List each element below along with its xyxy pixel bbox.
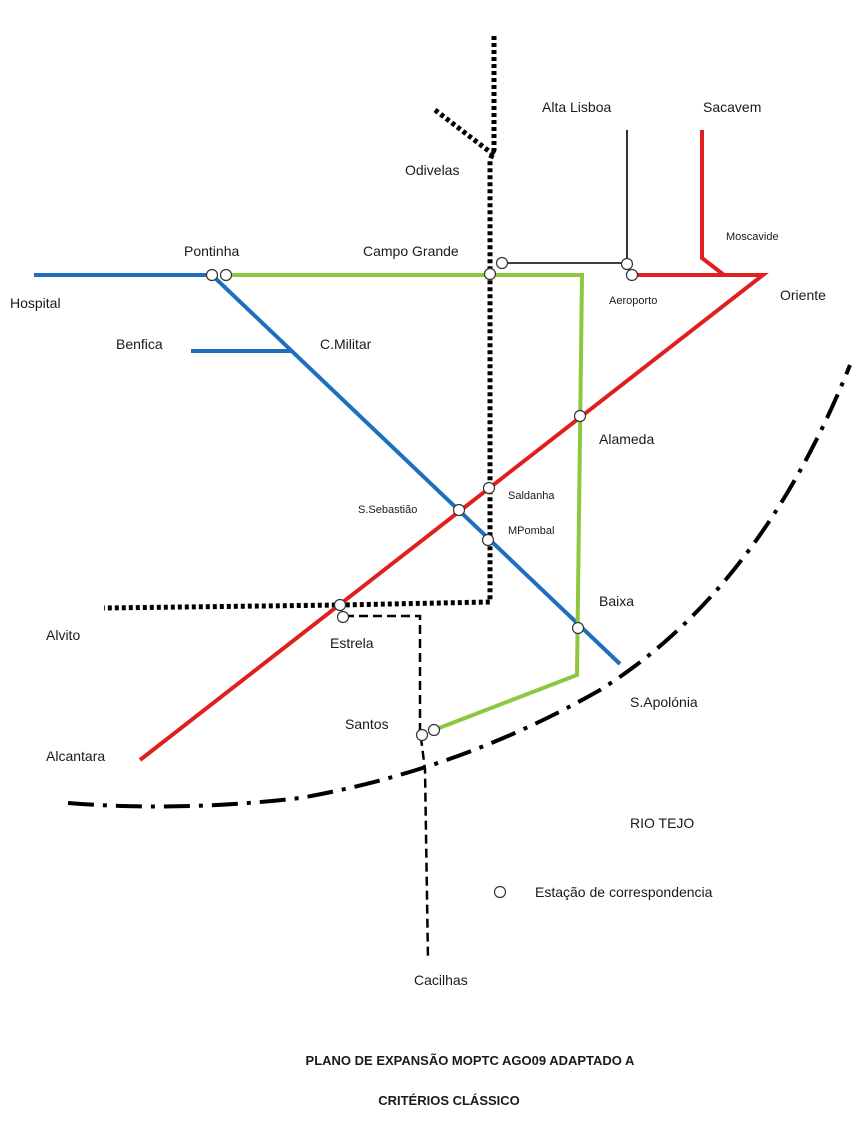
label-benfica: Benfica bbox=[116, 336, 163, 352]
map-title-line1: PLANO DE EXPANSÃO MOPTC AGO09 ADAPTADO A bbox=[306, 1053, 635, 1068]
label-cacilhas: Cacilhas bbox=[414, 972, 468, 988]
green-line bbox=[226, 273, 585, 732]
map-title-line2: CRITÉRIOS CLÁSSICO bbox=[378, 1093, 520, 1108]
label-moscavide: Moscavide bbox=[726, 231, 779, 243]
station-campo-grande-a bbox=[483, 267, 497, 281]
label-s-sebastiao: S.Sebastião bbox=[358, 504, 417, 516]
station-aeroporto-b bbox=[625, 268, 639, 282]
station-santos-b bbox=[427, 723, 441, 737]
station-campo-grande-b bbox=[495, 256, 509, 270]
label-hospital: Hospital bbox=[10, 295, 61, 311]
label-santos: Santos bbox=[345, 716, 389, 732]
station-saldanha bbox=[482, 481, 496, 495]
label-alameda: Alameda bbox=[599, 431, 654, 447]
label-odivelas: Odivelas bbox=[405, 162, 459, 178]
label-aeroporto: Aeroporto bbox=[609, 295, 657, 307]
black-line-alta-lisboa bbox=[500, 130, 628, 264]
station-pontinha-b bbox=[219, 268, 233, 282]
station-baixa bbox=[571, 621, 585, 635]
station-aeroporto-a bbox=[620, 257, 634, 271]
label-saldanha: Saldanha bbox=[508, 490, 555, 502]
label-rio-tejo: RIO TEJO bbox=[630, 815, 694, 831]
label-m-pombal: MPombal bbox=[508, 525, 554, 537]
label-alvito: Alvito bbox=[46, 627, 80, 643]
station-santos-a bbox=[415, 728, 429, 742]
legend-interchange-label: Estação de correspondencia bbox=[535, 884, 713, 900]
label-baixa: Baixa bbox=[599, 593, 634, 609]
dotted-line-odivelas-alvito bbox=[103, 36, 497, 611]
label-s-apolonia: S.Apolónia bbox=[630, 694, 698, 710]
station-alameda bbox=[573, 409, 587, 423]
station-pontinha-a bbox=[205, 268, 219, 282]
station-estrela-a bbox=[333, 598, 347, 612]
river-boundary bbox=[67, 364, 852, 809]
dotted-branch-odivelas bbox=[433, 108, 496, 157]
station-estrela-b bbox=[336, 610, 350, 624]
label-alta-lisboa: Alta Lisboa bbox=[542, 99, 611, 115]
label-sacavem: Sacavem bbox=[703, 99, 761, 115]
label-alcantara: Alcantara bbox=[46, 748, 105, 764]
label-oriente: Oriente bbox=[780, 287, 826, 303]
label-c-militar: C.Militar bbox=[320, 336, 372, 352]
station-s-sebastiao bbox=[452, 503, 466, 517]
label-pontinha: Pontinha bbox=[184, 243, 239, 259]
station-m-pombal bbox=[481, 533, 495, 547]
legend-interchange-symbol bbox=[493, 885, 507, 899]
label-estrela: Estrela bbox=[330, 635, 374, 651]
red-line bbox=[138, 130, 769, 762]
label-campo-grande: Campo Grande bbox=[363, 243, 459, 259]
